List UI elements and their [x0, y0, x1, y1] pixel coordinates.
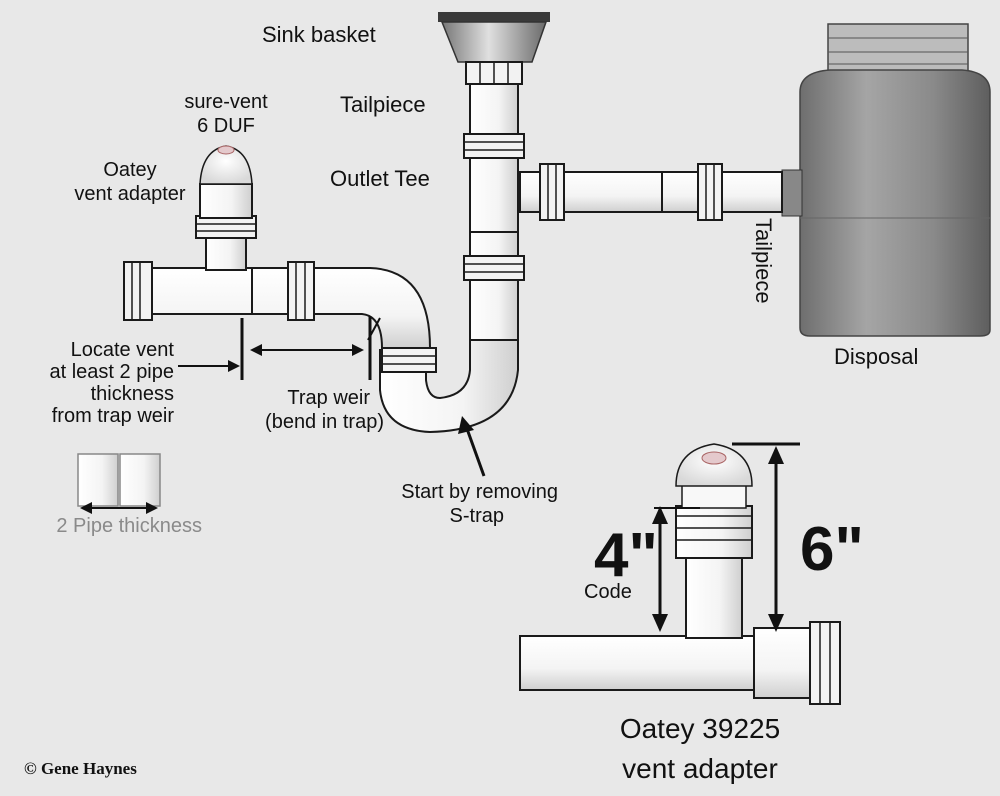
disposal-unit	[781, 23, 991, 337]
oatey-vent-label-line1: Oatey	[103, 159, 156, 181]
disposal-label: Disposal	[834, 344, 918, 369]
copyright-credit: © Gene Haynes	[24, 759, 137, 778]
tailpiece-label: Tailpiece	[340, 92, 426, 117]
vent-distance-marker	[178, 316, 372, 380]
two-pipe-thickness-label: 2 Pipe thickness	[56, 515, 202, 537]
start-removing-line2: S-trap	[450, 505, 504, 527]
sink-basket	[438, 12, 550, 85]
disposal-arm-pipe	[519, 163, 783, 221]
p-trap	[379, 339, 519, 434]
code-4in-dimension	[652, 506, 700, 632]
trap-weir-line1: Trap weir	[287, 387, 370, 409]
locate-vent-line1: Locate vent	[71, 339, 175, 361]
sink-basket-label: Sink basket	[262, 22, 376, 47]
tailpiece-and-tee	[463, 83, 525, 347]
adapter-label-line1: Oatey 39225	[620, 713, 780, 744]
trap-arm-pipe	[123, 261, 432, 349]
sure-vent-label-line2: 6 DUF	[197, 115, 255, 137]
locate-vent-line4: from trap weir	[52, 405, 175, 427]
pipe-thickness-arrow	[80, 502, 158, 514]
two-pipe-thickness-icon	[77, 453, 161, 507]
outlet-tee-label: Outlet Tee	[330, 166, 430, 191]
dim-6-label: 6"	[800, 515, 864, 584]
adapter-label-line2: vent adapter	[622, 753, 778, 784]
sure-vent-label-line1: sure-vent	[184, 91, 268, 113]
trap-weir-line2: (bend in trap)	[265, 411, 384, 433]
locate-vent-line3: thickness	[91, 383, 174, 405]
dim-4-label: 4"	[594, 521, 658, 590]
six-inch-dimension	[732, 442, 800, 632]
small-vent-assembly	[195, 145, 257, 271]
oatey-39225-adapter	[519, 443, 841, 705]
s-trap-pointer	[458, 416, 486, 477]
code-label: Code	[584, 581, 632, 603]
trap-weir-pointer	[367, 317, 381, 341]
oatey-vent-label-line2: vent adapter	[74, 183, 186, 205]
disposal-tailpiece-label: Tailpiece	[751, 218, 776, 304]
locate-vent-line2: at least 2 pipe	[49, 361, 174, 383]
start-removing-line1: Start by removing	[401, 481, 558, 503]
